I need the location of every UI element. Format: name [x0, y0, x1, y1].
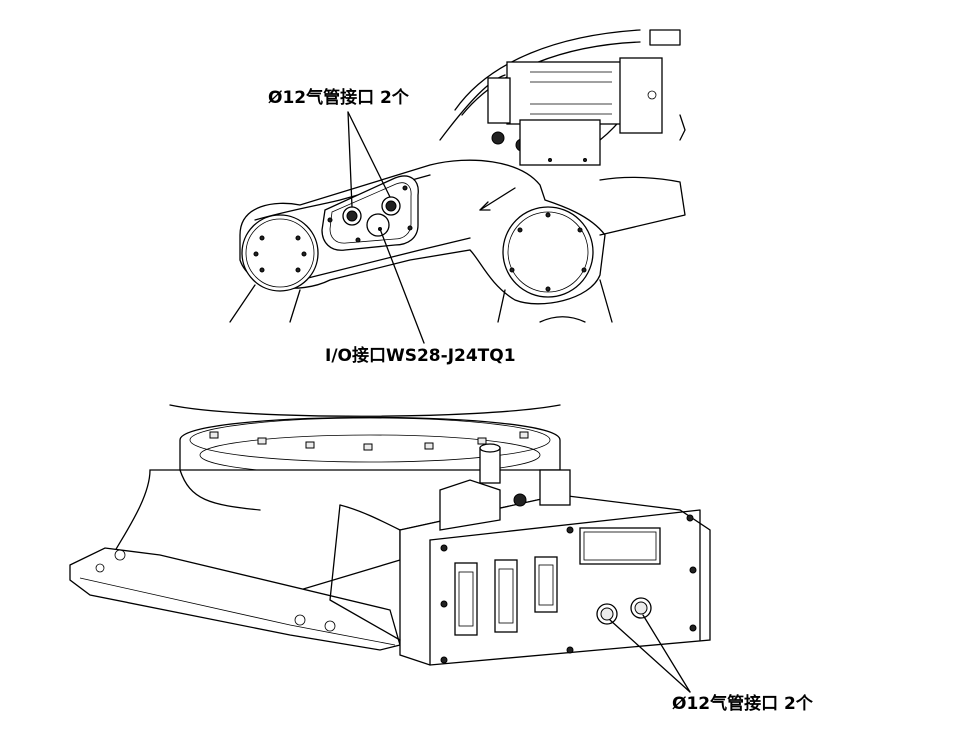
connector-plate — [321, 175, 419, 251]
air-fitting-right — [381, 196, 401, 216]
base-view — [69, 404, 711, 666]
base-air-fitting-left — [596, 603, 618, 625]
top-air-port-label: Ø12气管接口 2个 — [268, 88, 409, 108]
base-air-fitting-right — [630, 597, 652, 619]
box-screws — [440, 514, 697, 664]
slot-1 — [454, 562, 478, 636]
io-leader — [379, 228, 425, 344]
slot-2 — [494, 559, 518, 633]
turntable-bolts — [209, 431, 529, 451]
bottom-air-port-label: Ø12气管接口 2个 — [672, 694, 813, 714]
right-joint-cover — [502, 206, 594, 298]
window-panel — [579, 527, 661, 565]
top-air-leader — [347, 111, 391, 208]
bottom-air-leader — [609, 614, 691, 693]
upper-arm-view — [229, 29, 686, 323]
base-plate — [69, 547, 401, 651]
io-port — [366, 213, 390, 237]
air-fitting-left — [342, 206, 362, 226]
left-joint-cover — [241, 214, 319, 292]
slot-3 — [534, 556, 558, 613]
io-port-label: I/O接口WS28-J24TQ1 — [325, 346, 516, 366]
motor — [487, 57, 663, 166]
